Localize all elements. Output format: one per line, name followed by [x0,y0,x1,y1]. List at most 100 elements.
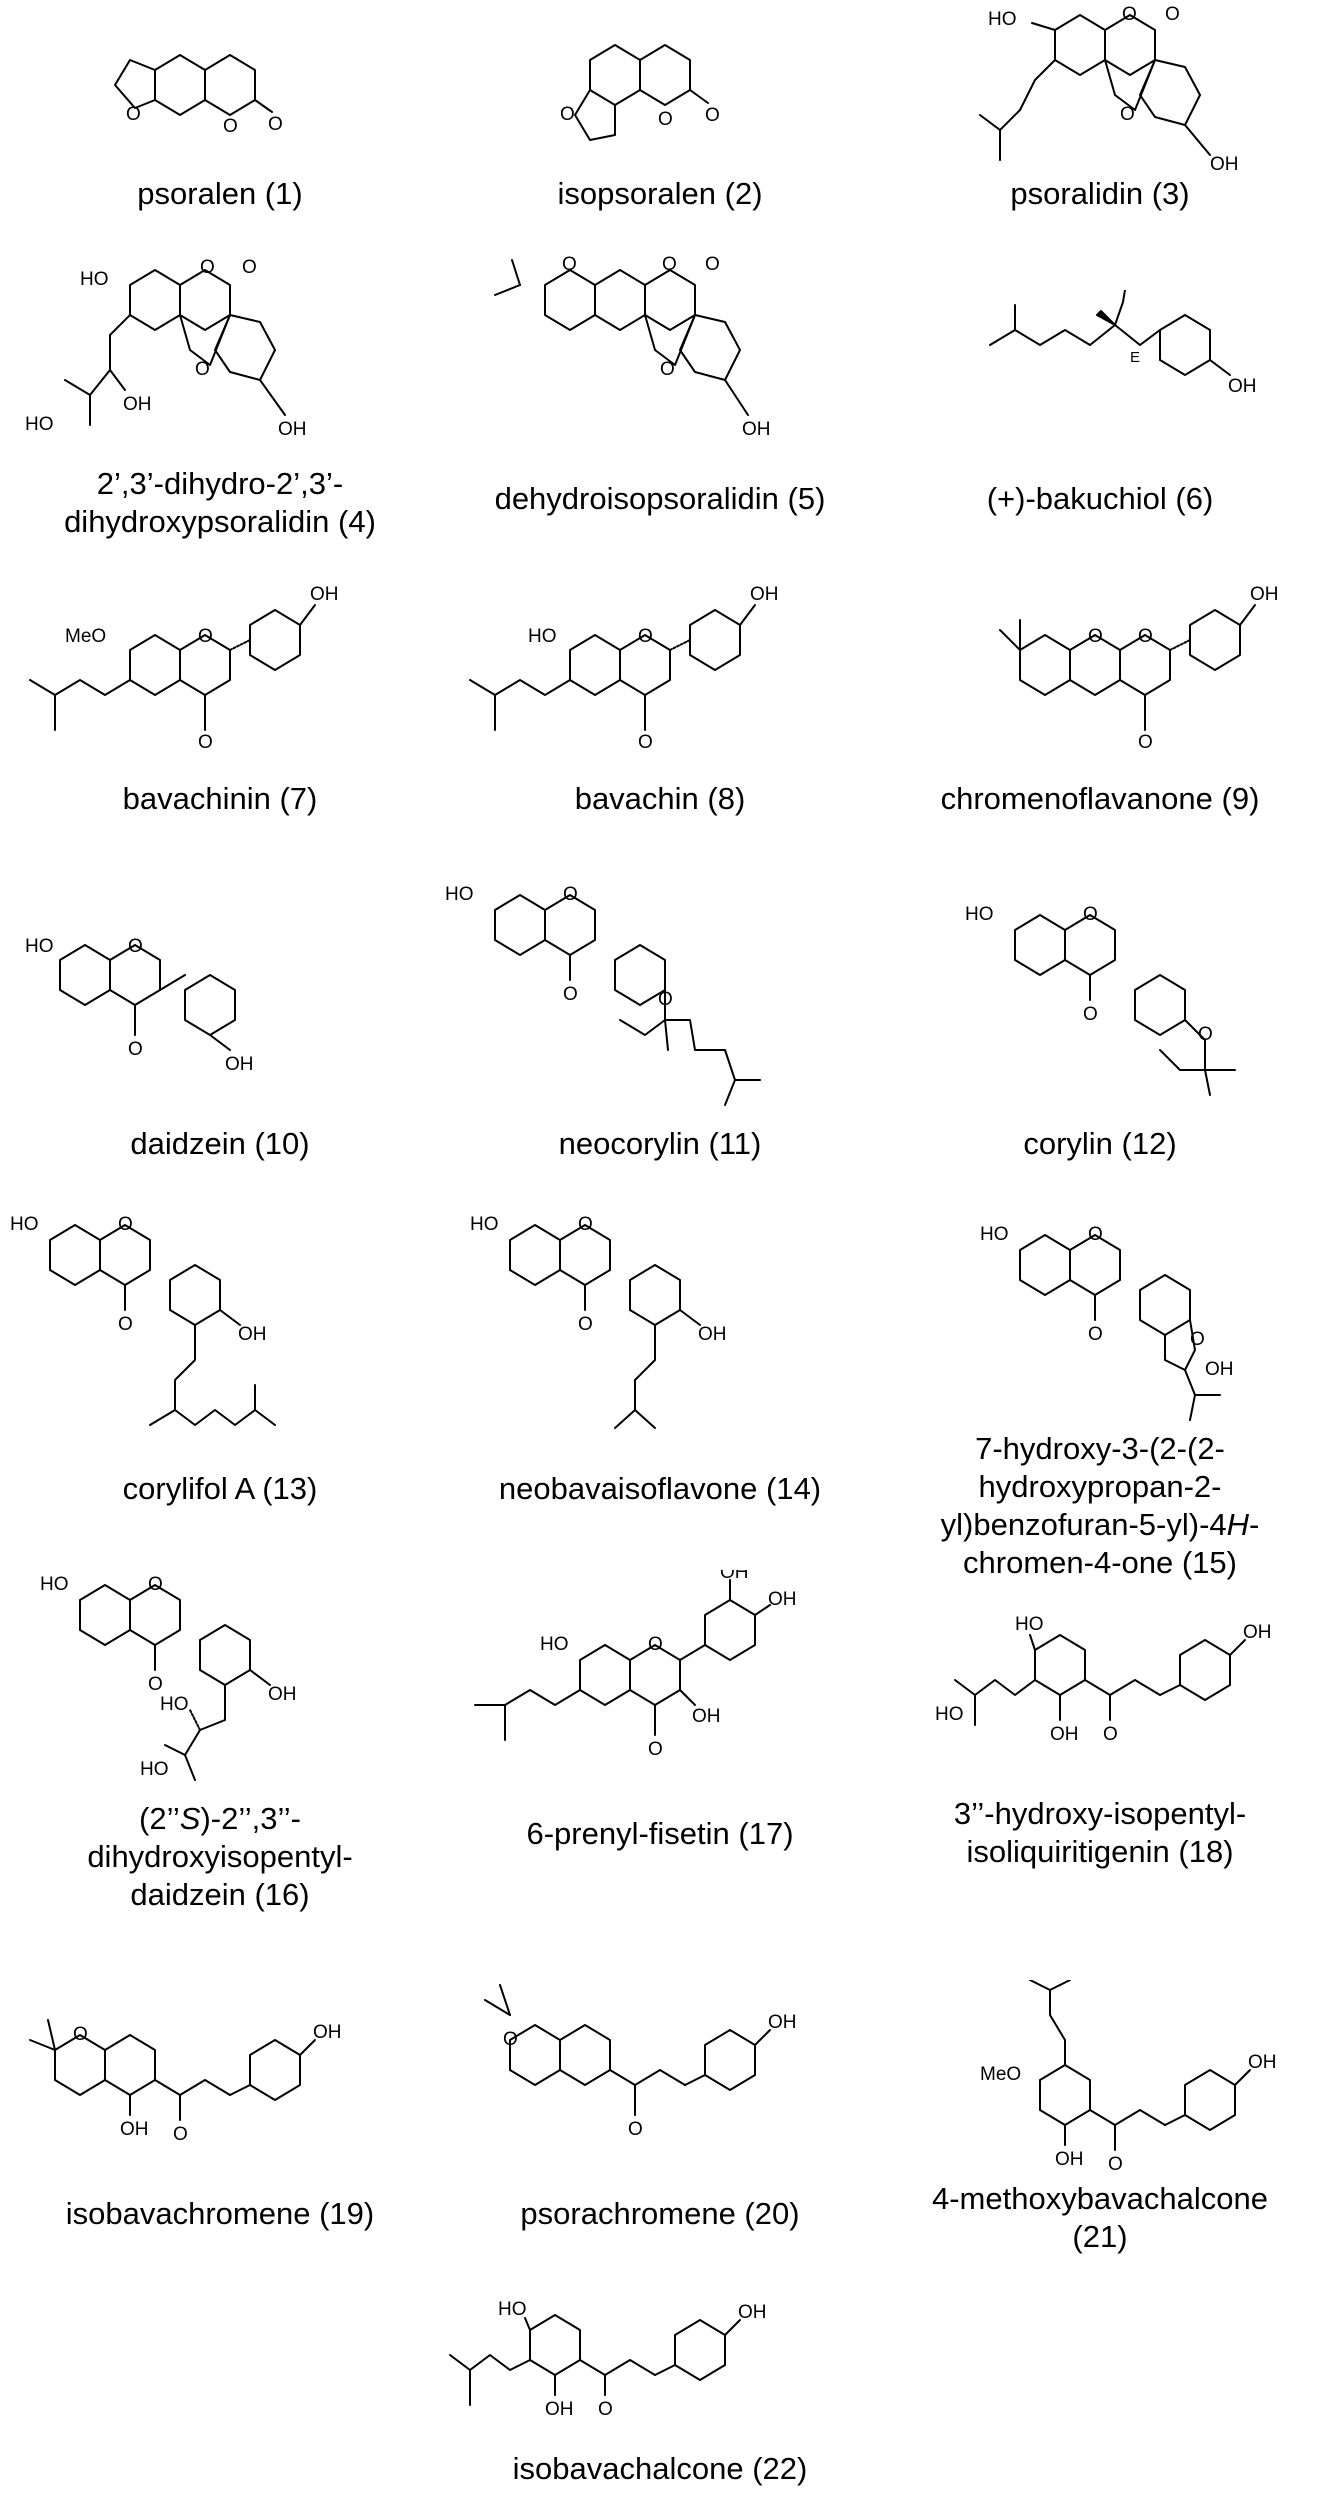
caption-compound-16: (2’’S)-2’’,3’’- dihydroxyisopentyl- daid… [0,1800,440,1914]
structure-isopsoralen: O O O [560,44,720,141]
caption-italic: S [179,1801,201,1836]
hydroxyl-label: OH [750,584,779,605]
hydroxyl-label: OH [278,419,307,440]
structure-bavachinin: O O OH MeO [29,584,339,753]
structure-psorachromene: O O OH [484,1984,797,2140]
caption-compound-6: (+)-bakuchiol (6) [986,481,1214,516]
methoxy-label: MeO [65,626,106,647]
oxygen-label: O [223,116,238,137]
hydroxyl-label: OH [1243,1622,1272,1643]
methoxy-label: MeO [980,2064,1021,2085]
structure-psoralidin: HO O O O OH [979,5,1239,175]
structure-bakuchiol: E OH [989,290,1257,397]
hydroxyl-label: OH [1055,2149,1084,2170]
caption-line: chromen-4-one (15) [963,1545,1237,1580]
oxygen-label: O [1083,904,1098,925]
carbonyl-oxygen-label: O [598,2399,613,2420]
oxygen-label: O [1122,5,1137,25]
hydroxyl-label: HO [1015,1614,1044,1635]
oxygen-label: O [198,626,213,647]
structure-isobavachromene: O OH O OH [29,2019,342,2145]
hydroxyl-label: OH [698,1324,727,1345]
carbonyl-oxygen-label: O [638,732,653,753]
hydroxyl-label: OH [268,1684,297,1705]
caption-line: yl)benzofuran-5-yl)-4H- [880,1506,1320,1544]
hydroxyl-label: HO [40,1574,69,1595]
carbonyl-oxygen-label: O [198,732,213,753]
oxygen-label: O [503,2029,518,2050]
hydroxyl-label: HO [160,1694,189,1715]
carbonyl-oxygen-label: O [128,1039,143,1060]
caption-line: dihydroxypsoralidin (4) [64,504,376,539]
carbonyl-oxygen-label: O [705,255,720,275]
oxygen-label: O [648,1634,663,1655]
carbonyl-oxygen-label: O [242,257,257,278]
carbonyl-oxygen-label: O [1138,732,1153,753]
hydroxyl-label: OH [313,2022,342,2043]
structure-hydroxypropanyl-benzofuranyl-chromenone: O HO O O OH [980,1224,1234,1421]
hydroxyl-label: OH [1248,2052,1277,2073]
carbonyl-oxygen-label: O [1083,1004,1098,1025]
hydroxyl-label: OH [123,394,152,415]
oxygen-label: O [638,626,653,647]
hydroxyl-label: OH [1250,584,1279,605]
oxygen-label: O [658,109,673,130]
hydroxyl-label: HO [10,1214,39,1235]
carbonyl-oxygen-label: O [578,1314,593,1335]
oxygen-label: O [563,884,578,905]
caption-text: yl)benzofuran-5-yl)-4 [940,1507,1227,1542]
hydroxyl-label: HO [935,1704,964,1725]
oxygen-label: O [1120,104,1135,125]
oxygen-label: O [662,255,677,275]
hydroxyl-label: HO [80,269,109,290]
hydroxyl-label: OH [768,1589,797,1610]
hydroxyl-label: OH [738,2302,767,2323]
carbonyl-oxygen-label: O [268,114,283,135]
hydroxyl-label: HO [980,1224,1009,1245]
carbonyl-oxygen-label: O [563,984,578,1005]
hydroxyl-label: HO [528,626,557,647]
oxygen-label: O [1198,1024,1213,1045]
structure-chromenoflavanone: O O O OH [999,584,1279,753]
caption-compound-18: 3’’-hydroxy-isopentyl- isoliquiritigenin… [880,1795,1320,1871]
structure-dihydroxyisopentyl-daidzein: O HO O OH HO HO [40,1574,297,1781]
caption-compound-4: 2’,3’-dihydro-2’,3’- dihydroxypsoralidin… [0,465,440,541]
hydroxyl-label: OH [1228,376,1257,397]
oxygen-label: O [562,255,577,275]
caption-compound-19: isobavachromene (19) [65,2196,375,2231]
hydroxyl-label: OH [692,1706,721,1727]
carbonyl-oxygen-label: O [628,2119,643,2140]
caption-compound-8: bavachin (8) [574,781,746,816]
caption-text: - [1249,1507,1260,1542]
oxygen-label: O [128,936,143,957]
structure-psoralen: O O O [114,54,283,137]
caption-compound-14: neobavaisoflavone (14) [498,1471,822,1506]
caption-compound-11: neocorylin (11) [558,1126,762,1161]
hydroxyl-label: OH [238,1324,267,1345]
hydroxyl-label: OH [1050,1724,1079,1745]
hydroxyl-label: HO [445,884,474,905]
structure-dehydroisopsoralidin: O O O O OH [494,255,771,440]
structure-dihydroxypsoralidin: HO O O O OH HO OH [25,257,307,440]
caption-compound-3: psoralidin (3) [1010,176,1190,211]
caption-compound-15: 7-hydroxy-3-(2-(2- hydroxypropan-2- yl)b… [880,1430,1320,1582]
hydroxyl-label: HO [540,1634,569,1655]
caption-compound-22: isobavachalcone (22) [512,2451,808,2486]
hydroxyl-label: OH [120,2119,149,2140]
structure-methoxybavachalcone: MeO OH O OH [980,1980,1277,2175]
hydroxyl-label: OH [310,584,339,605]
hydroxyl-label: OH [768,2012,797,2033]
caption-compound-17: 6-prenyl-fisetin (17) [526,1816,794,1851]
stereo-e-label: E [1130,349,1140,366]
hydroxyl-label: OH [742,419,771,440]
caption-compound-7: bavachinin (7) [122,781,318,816]
oxygen-label: O [195,359,210,380]
caption-line: 4-methoxybavachalcone [931,2181,1269,2216]
carbonyl-oxygen-label: O [1103,1724,1118,1745]
caption-line: hydroxypropan-2- [978,1469,1222,1504]
oxygen-label: O [660,359,675,380]
oxygen-label: O [73,2024,88,2045]
structure-bavachin: O O OH HO [469,584,779,753]
carbonyl-oxygen-label: O [648,1739,663,1760]
caption-line: 2’,3’-dihydro-2’,3’- [96,466,344,501]
